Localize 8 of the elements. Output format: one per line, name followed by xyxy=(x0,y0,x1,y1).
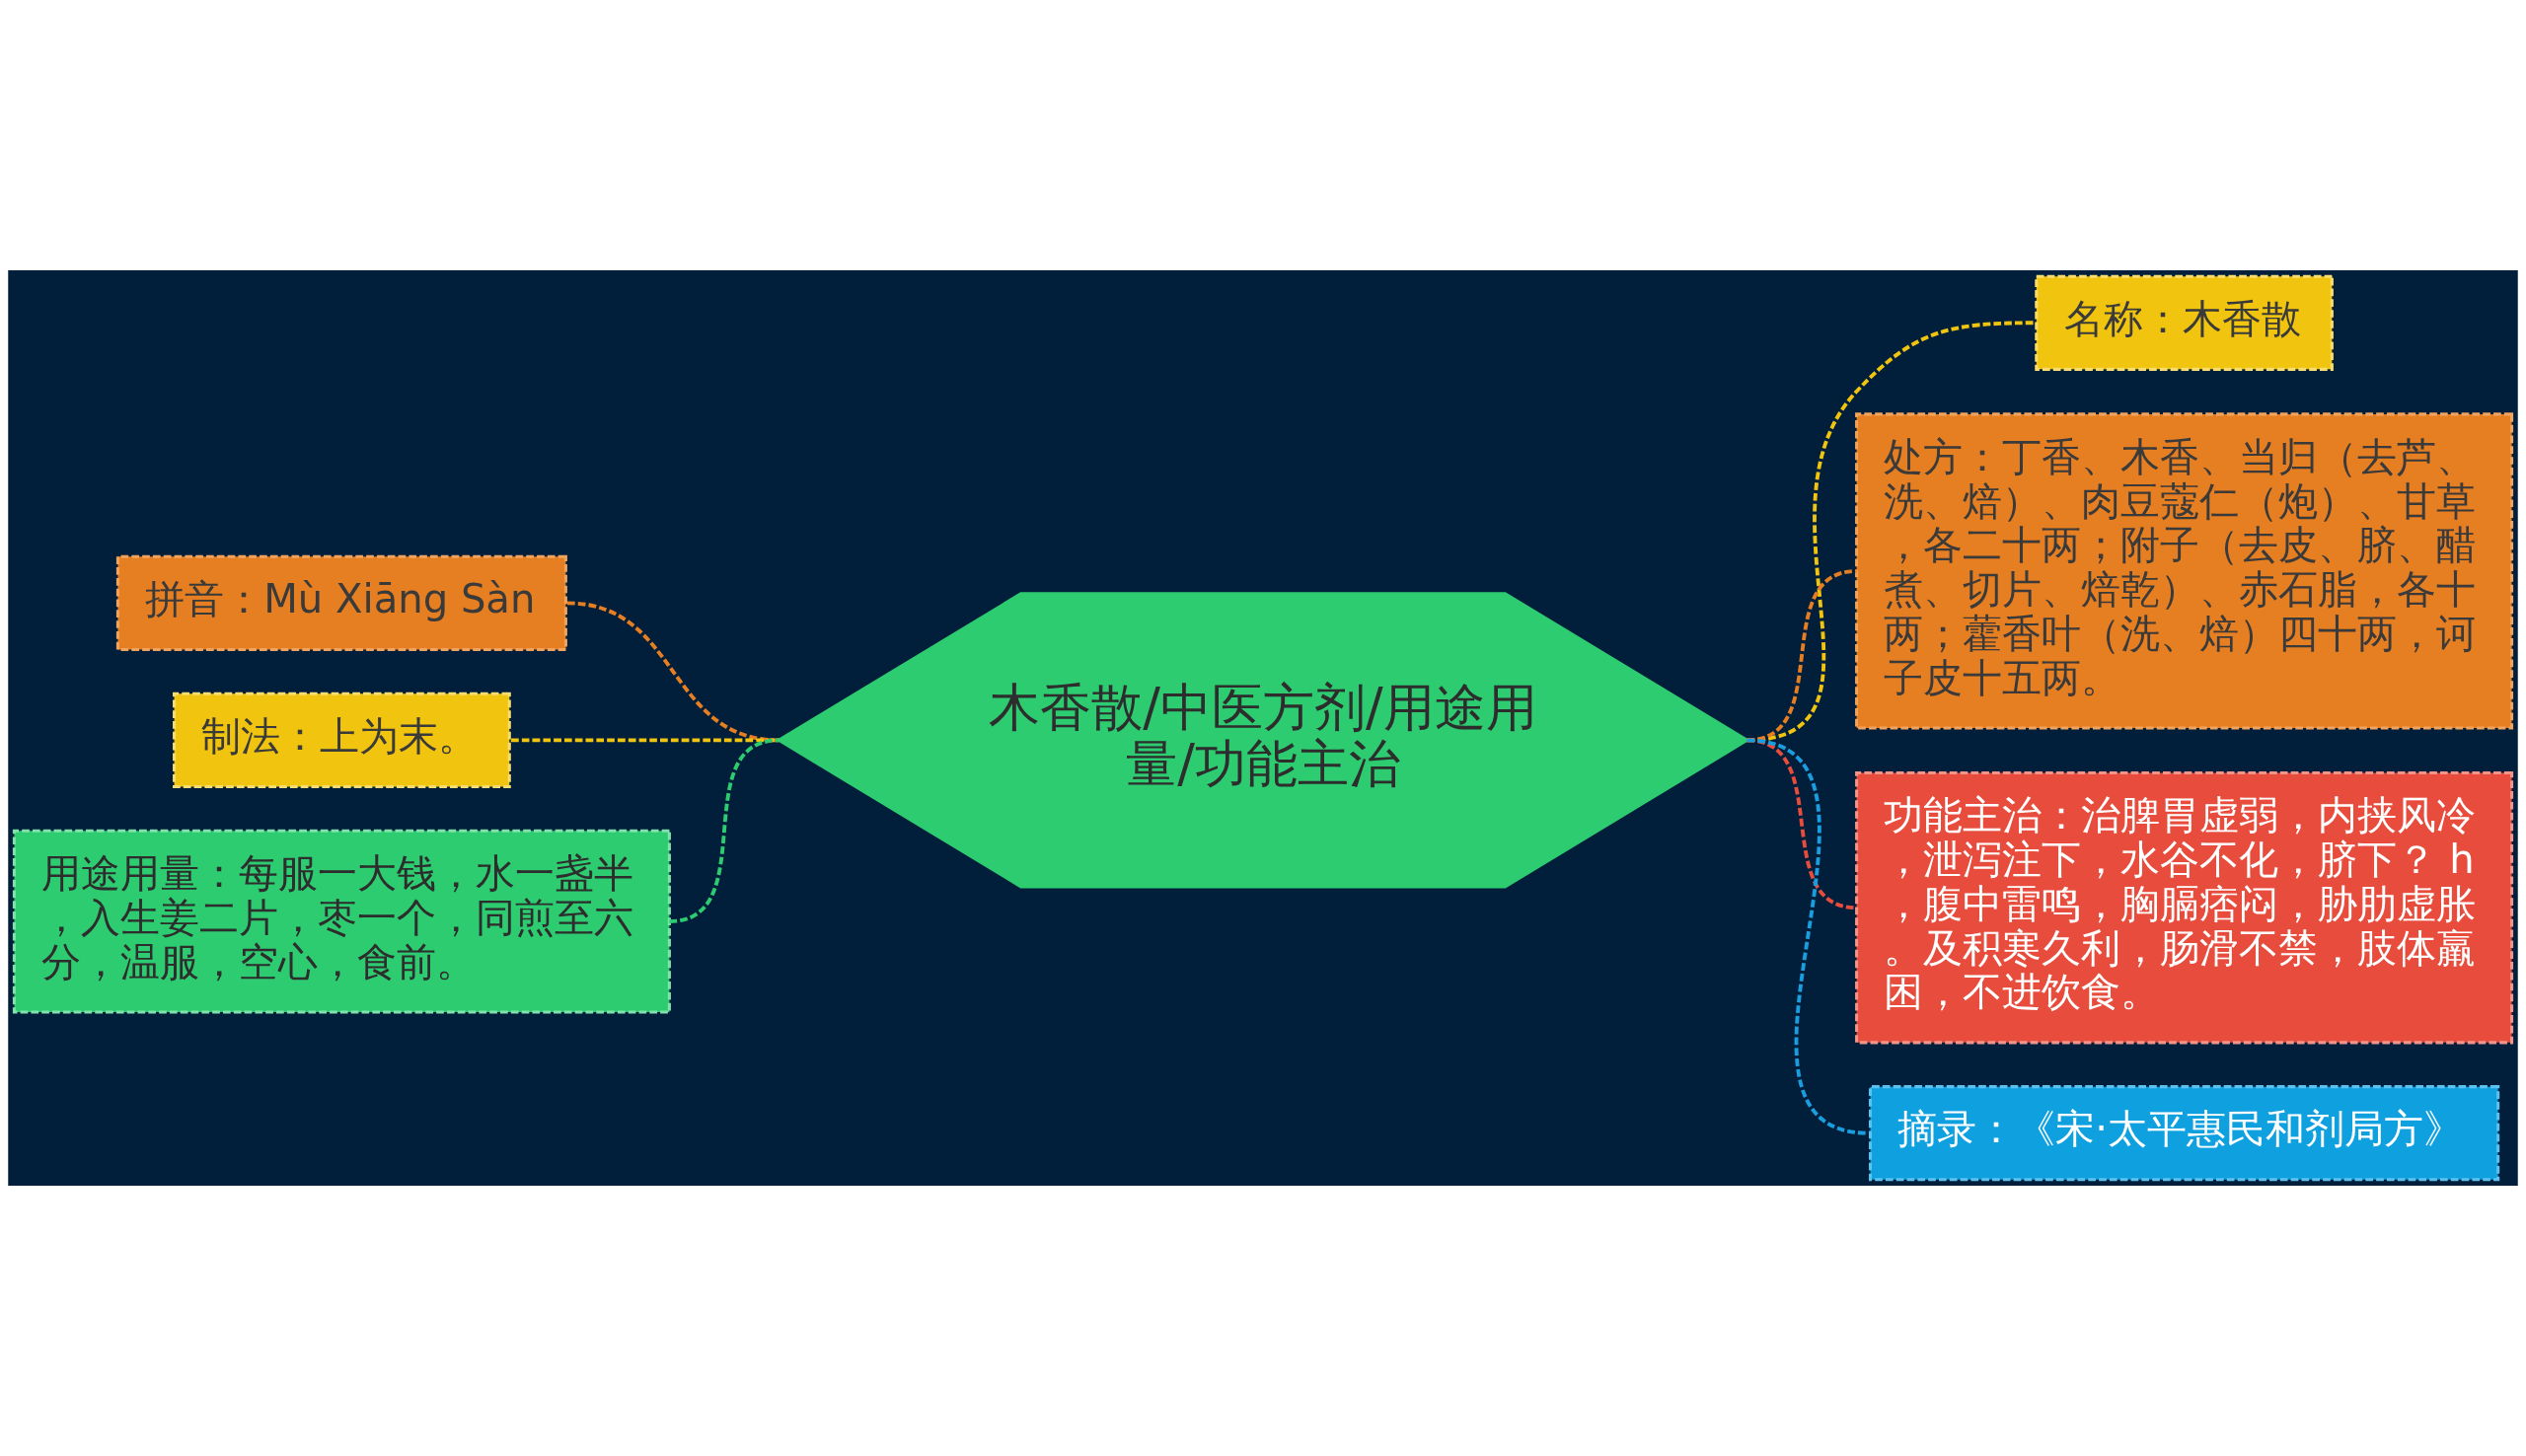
node-box: 制法：上为末。 xyxy=(173,692,511,788)
node-box: 拼音：Mù Xiāng Sàn xyxy=(115,554,567,652)
node-box: 摘录：《宋·太平惠民和剂局方》 xyxy=(1868,1085,2500,1182)
node-box: 用途用量：每服一大钱，水一盏半，入生姜二片，枣一个，同煎至六分，温服，空心，食前。 xyxy=(12,829,671,1014)
node-box: 功能主治：治脾胃虚弱，内挟风冷，泄泻注下，水谷不化，脐下？ h，腹中雷鸣，胸膈痞闷，胁肋虚胀。及积寒久利，肠滑不禁，肢体羸困，不进饮食。 xyxy=(1855,771,2514,1045)
node-box: 处方：丁香、木香、当归（去芦、洗、焙）、肉豆蔻仁（炮）、甘草，各二十两；附子（去皮、脐、醋煮、切片、焙乾）、赤石脂，各十两；藿香叶（洗、焙）四十两，诃子皮十五两。 xyxy=(1855,412,2514,730)
connector xyxy=(669,738,780,923)
node-box: 名称：木香散 xyxy=(2035,274,2334,371)
